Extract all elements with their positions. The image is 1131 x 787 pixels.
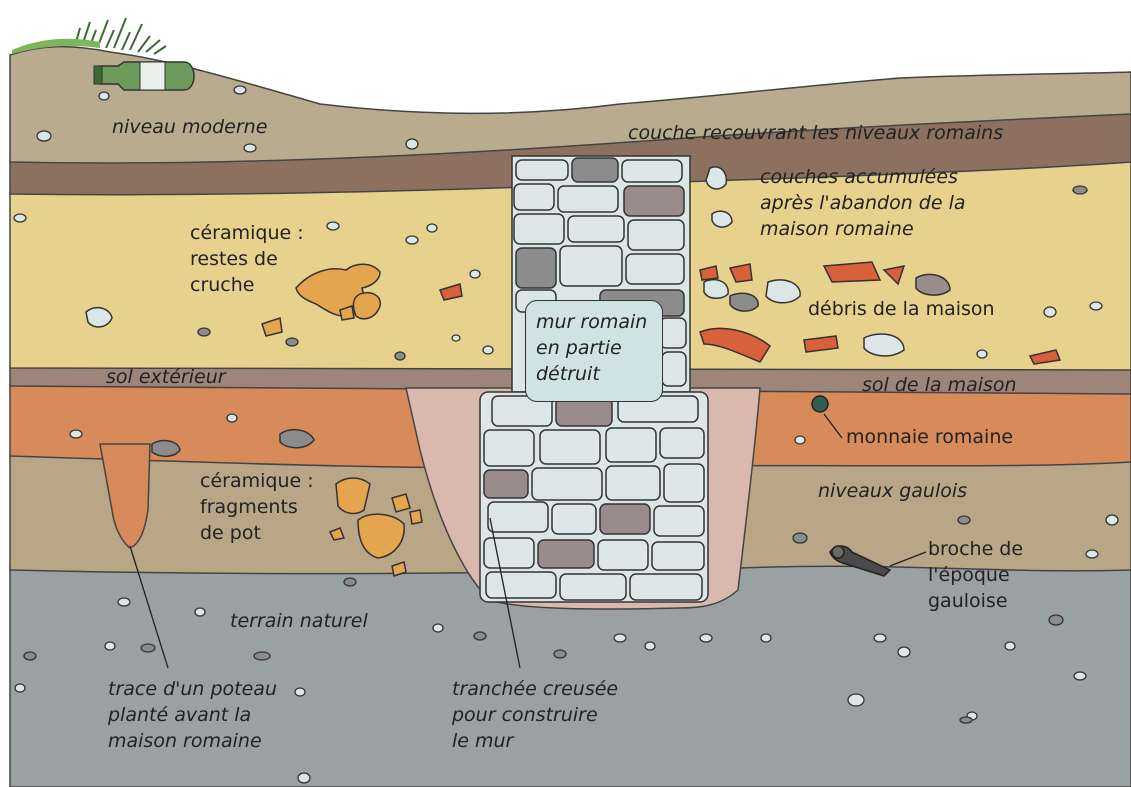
label-mur-romain-line2: en partie [536,335,662,361]
label-mur-romain-line1: mur romain [536,309,662,335]
label-monnaie: monnaie romaine [846,424,1013,450]
label-sol-exterieur: sol extérieur [106,364,226,390]
label-sol-maison: sol de la maison [862,372,1017,398]
coin-icon [812,396,828,412]
label-niveaux-gaulois: niveaux gaulois [818,478,967,504]
roman-wall-foundation [480,392,708,602]
label-ceramique-pot: céramique : fragments de pot [200,468,314,546]
label-mur-romain-line3: détruit [536,361,662,387]
label-debris: débris de la maison [808,296,995,322]
label-tranchee: tranchée creusée pour construire le mur [452,676,618,754]
label-couche-recouvrant: couche recouvrant les niveaux romains [628,120,1003,146]
label-trace-poteau: trace d'un poteau planté avant la maison… [108,676,277,754]
label-terrain-naturel: terrain naturel [230,608,368,634]
label-ceramique-cruche: céramique : restes de cruche [190,220,304,298]
label-mur-romain-box: mur romain en partie détruit [525,300,663,402]
label-couches-accumulees: couches accumulées après l'abandon de la… [760,164,966,242]
label-niveau-moderne: niveau moderne [112,114,267,140]
label-broche: broche de l'époque gauloise [928,536,1023,614]
